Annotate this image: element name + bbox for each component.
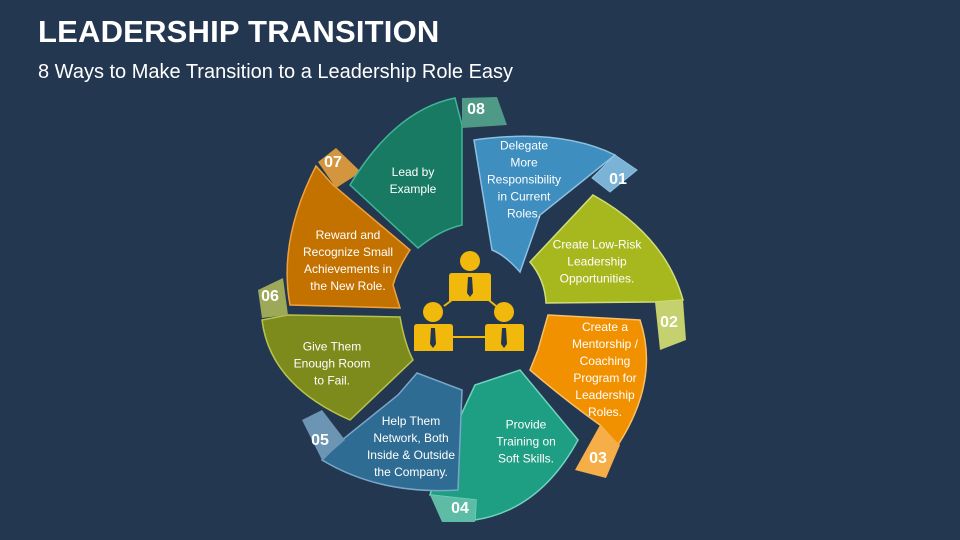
step-07-text: Reward and Recognize Small Achievements …: [302, 228, 394, 293]
step-01-text: Delegate More Responsibility in Current …: [486, 138, 562, 221]
step-03-number: 03: [589, 450, 607, 467]
team-hierarchy-icon: [414, 251, 524, 351]
step-08-number: 08: [467, 101, 485, 118]
step-07-shape: [286, 148, 411, 309]
step-04-shape: [429, 369, 579, 522]
step-06-number: 06: [261, 288, 279, 305]
page-title: LEADERSHIP TRANSITION: [38, 14, 440, 49]
step-04-text: Provide Training on Soft Skills.: [496, 417, 556, 466]
step-08-text: Lead by Example: [389, 165, 437, 196]
step-03-shape: [529, 314, 648, 478]
step-05-text: Help Them Network, Both Inside & Outside…: [366, 414, 456, 479]
step-02-text: Create Low-Risk Leadership Opportunities…: [552, 237, 642, 286]
step-06-text: Give Them Enough Room to Fail.: [293, 339, 371, 388]
step-02-number: 02: [660, 314, 678, 331]
step-05-shape: [302, 372, 463, 492]
step-04-number: 04: [451, 500, 469, 517]
step-01-shape: [473, 135, 638, 274]
step-08-shape: [349, 97, 507, 249]
step-03-text: Create a Mentorship / Coaching Program f…: [571, 320, 639, 419]
step-01-number: 01: [609, 171, 627, 188]
step-07-number: 07: [324, 154, 342, 171]
page-subtitle: 8 Ways to Make Transition to a Leadershi…: [38, 61, 514, 83]
step-05-number: 05: [311, 432, 329, 449]
step-02-shape: [528, 194, 686, 350]
step-06-shape: [258, 278, 414, 421]
